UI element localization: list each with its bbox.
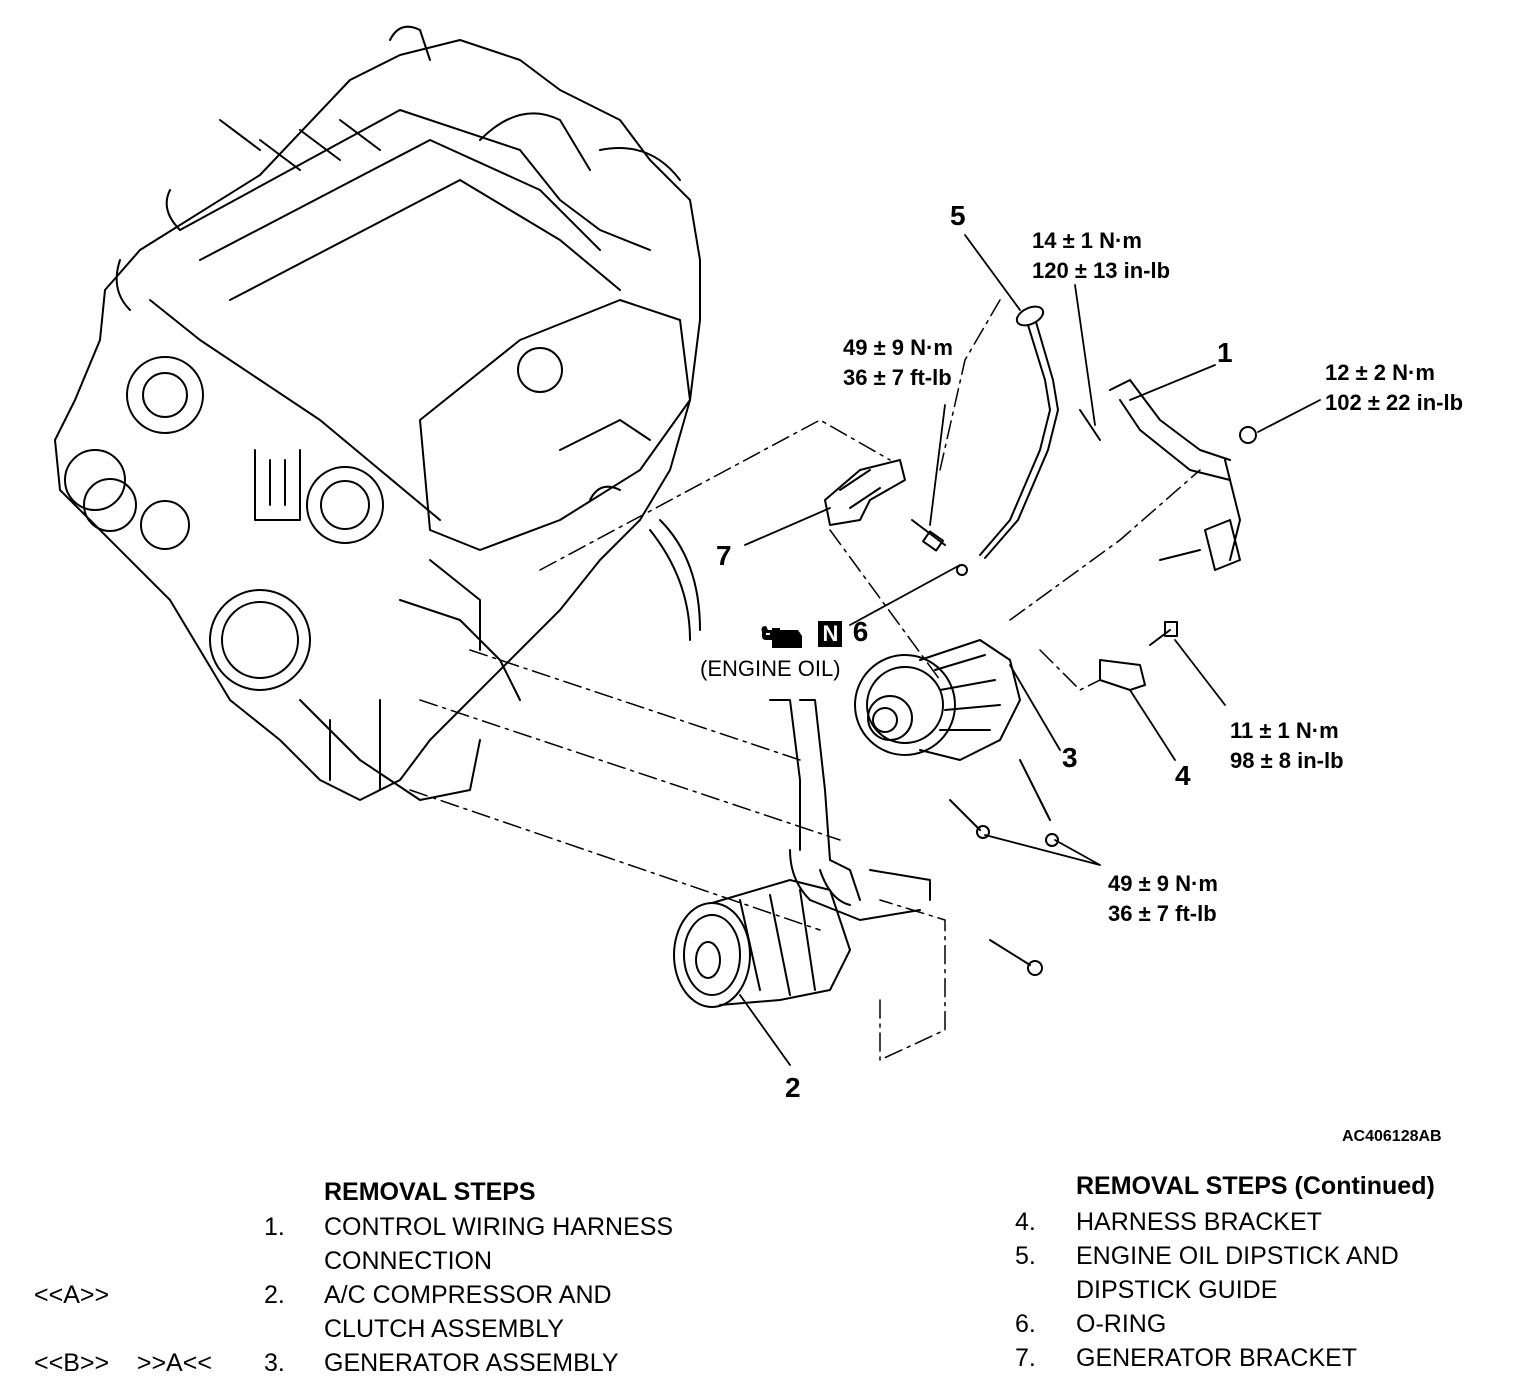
step-5-line-1: ENGINE OIL DIPSTICK AND: [1076, 1242, 1399, 1270]
torque-nm: 49 ± 9 N·m: [1108, 871, 1218, 896]
step-1-number: 1.: [264, 1213, 285, 1241]
step-2-line-2: CLUTCH ASSEMBLY: [324, 1315, 564, 1343]
torque-nm: 49 ± 9 N·m: [843, 335, 953, 360]
dipstick: [956, 305, 1059, 576]
torque-generator-bolt: 49 ± 9 N·m 36 ± 7 ft-lb: [1108, 869, 1218, 929]
callout-3: 3: [1062, 742, 1078, 773]
torque-nm: 11 ± 1 N·m: [1230, 718, 1339, 743]
torque-dipstick-bolt: 14 ± 1 N·m 120 ± 13 in-lb: [1032, 226, 1170, 286]
figure-id: AC406128AB: [1342, 1128, 1442, 1145]
step-1-line-2: CONNECTION: [324, 1247, 493, 1275]
step-3-marker: <<B>> >>A<<: [34, 1349, 212, 1377]
step-3-number: 3.: [264, 1349, 285, 1377]
control-wiring-harness: [1079, 379, 1257, 571]
step-3-line-1: GENERATOR ASSEMBLY: [324, 1349, 619, 1377]
torque-nm: 14 ± 1 N·m: [1032, 228, 1142, 253]
generator-bracket: [824, 459, 946, 552]
engine-oil-marker: N 6: [758, 616, 868, 652]
callout-1: 1: [1217, 337, 1233, 368]
step-6-line-1: O-RING: [1076, 1310, 1167, 1338]
step-2-marker: <<A>>: [34, 1281, 110, 1309]
torque-nm: 12 ± 2 N·m: [1325, 360, 1435, 385]
torque-alt: 102 ± 22 in-lb: [1325, 390, 1464, 415]
removal-steps-continued-heading: REMOVAL STEPS (Continued): [1076, 1172, 1435, 1200]
callout-2: 2: [785, 1072, 801, 1103]
callout-7: 7: [716, 540, 732, 571]
step-5-line-2: DIPSTICK GUIDE: [1076, 1276, 1278, 1304]
engine-oil-label: (ENGINE OIL): [700, 656, 841, 681]
harness-bracket: [1099, 621, 1178, 691]
step-7-line-1: GENERATOR BRACKET: [1076, 1344, 1358, 1372]
step-5-number: 5.: [1015, 1242, 1036, 1270]
removal-steps-heading: REMOVAL STEPS: [324, 1178, 536, 1206]
step-2-line-1: A/C COMPRESSOR AND: [324, 1281, 612, 1309]
callout-5: 5: [950, 200, 966, 231]
ac-compressor: [673, 859, 1043, 1008]
torque-harness-nut: 12 ± 2 N·m 102 ± 22 in-lb: [1325, 358, 1463, 418]
torque-bracket-bolt: 49 ± 9 N·m 36 ± 7 ft-lb: [843, 333, 953, 393]
torque-harness-bracket-bolt: 11 ± 1 N·m 98 ± 8 in-lb: [1230, 716, 1344, 776]
refrigerant-hose: [769, 699, 931, 921]
oil-can-icon: [761, 625, 802, 648]
generator-assembly: [854, 639, 1059, 847]
torque-alt: 98 ± 8 in-lb: [1230, 748, 1344, 773]
callout-leaders: [739, 234, 1321, 1066]
step-2-number: 2.: [264, 1281, 285, 1309]
step-4-line-1: HARNESS BRACKET: [1076, 1208, 1322, 1236]
torque-alt: 36 ± 7 ft-lb: [1108, 901, 1217, 926]
torque-alt: 120 ± 13 in-lb: [1032, 258, 1171, 283]
engine-block: [54, 25, 701, 801]
oil-spec-badge: N: [818, 621, 843, 647]
step-4-number: 4.: [1015, 1208, 1036, 1236]
callout-6: 6: [852, 616, 869, 647]
callout-4: 4: [1175, 760, 1191, 791]
torque-alt: 36 ± 7 ft-lb: [843, 365, 952, 390]
step-1-line-1: CONTROL WIRING HARNESS: [324, 1213, 674, 1241]
step-7-number: 7.: [1015, 1344, 1036, 1372]
step-6-number: 6.: [1015, 1310, 1036, 1338]
